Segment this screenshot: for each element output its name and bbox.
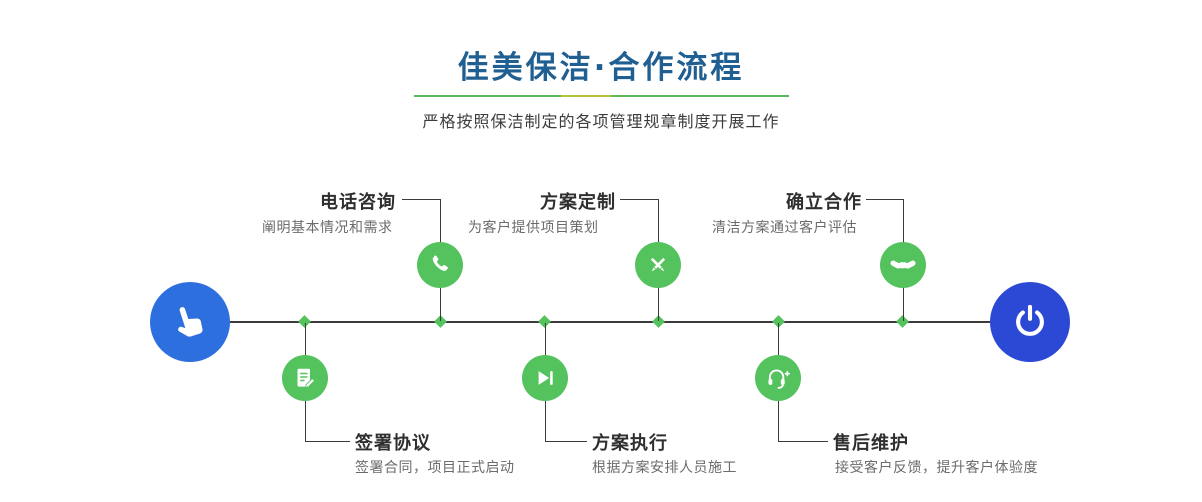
connector xyxy=(440,288,441,321)
step-circle-phone xyxy=(417,242,463,288)
step-circle-handshake xyxy=(880,242,926,288)
divider-segment-accent xyxy=(561,95,611,97)
play-icon xyxy=(538,371,553,385)
connector-elbow xyxy=(305,401,350,442)
hand-pointer-icon xyxy=(178,307,203,337)
contract-icon xyxy=(297,368,316,389)
step-desc: 接受客户反馈，提升客户体验度 xyxy=(835,460,1038,476)
step-desc: 根据方案安排人员施工 xyxy=(592,460,737,476)
divider-segment xyxy=(414,95,561,97)
connector xyxy=(305,323,306,355)
connector-elbow xyxy=(402,199,441,243)
step-label: 方案执行 xyxy=(592,433,668,454)
connector-elbow xyxy=(866,199,904,243)
connector xyxy=(545,323,546,355)
divider-segment xyxy=(611,95,789,97)
step-desc: 清洁方案通过客户评估 xyxy=(712,220,857,236)
title-divider xyxy=(414,95,789,97)
power-icon xyxy=(1016,304,1044,336)
timeline xyxy=(190,321,1030,323)
start-node xyxy=(150,282,230,362)
step-label: 电话咨询 xyxy=(320,192,396,213)
connector xyxy=(658,288,659,321)
step-circle-contract xyxy=(282,355,328,401)
step-circle-design xyxy=(635,242,681,288)
page-title: 佳美保洁·合作流程 xyxy=(457,50,745,86)
connector-elbow xyxy=(778,401,828,442)
design-tools-icon xyxy=(651,258,665,272)
end-node xyxy=(990,282,1070,362)
headset-icon xyxy=(768,369,791,389)
step-circle-execute xyxy=(522,355,568,401)
connector-elbow xyxy=(545,401,587,442)
step-label: 签署协议 xyxy=(355,433,431,454)
connector xyxy=(778,323,779,355)
step-label: 确立合作 xyxy=(786,192,862,213)
connector-elbow xyxy=(620,199,659,243)
step-desc: 阐明基本情况和需求 xyxy=(262,220,393,236)
step-label: 售后维护 xyxy=(833,433,909,454)
step-desc: 为客户提供项目策划 xyxy=(468,220,599,236)
step-label: 方案定制 xyxy=(540,192,616,213)
step-circle-aftersale xyxy=(755,355,801,401)
handshake-icon xyxy=(890,260,916,269)
connector xyxy=(903,288,904,321)
step-desc: 签署合同，项目正式启动 xyxy=(355,460,515,476)
page-subtitle: 严格按照保洁制定的各项管理规章制度开展工作 xyxy=(422,112,780,131)
phone-icon xyxy=(432,255,448,272)
